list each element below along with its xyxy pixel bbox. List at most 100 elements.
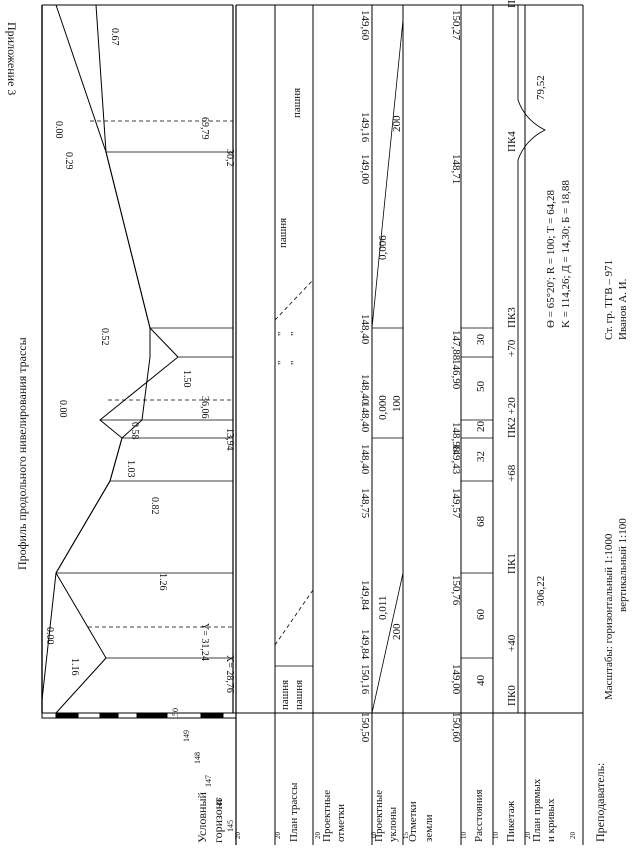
design-mark-value: 150,16 <box>359 664 371 695</box>
plan-ditto-mark: " <box>289 332 301 337</box>
profile-section-lines <box>56 4 233 659</box>
design-mark-value: 150,50 <box>359 712 371 743</box>
zero-point-right: 36,06 <box>199 396 210 419</box>
vertical-scale-bar <box>41 712 237 719</box>
row-head-teacher: Преподаватель: <box>593 763 607 842</box>
work-mark: 0.67 <box>109 28 120 46</box>
scale-note-2: вертикальный 1:100 <box>617 518 629 612</box>
row-width-label: 10 <box>492 832 500 840</box>
design-mark-value: 148,40 <box>359 402 371 433</box>
student-group: Ст. гр. ТГВ – 971 <box>603 260 615 340</box>
slope-length: 200 <box>391 623 403 640</box>
distance-value: 50 <box>475 381 487 393</box>
scale-tick-label: 148 <box>193 752 202 764</box>
zero-point-left: 13,94 <box>224 428 235 451</box>
scale-tick-label: 150 <box>171 708 180 720</box>
work-mark: 1.26 <box>157 573 168 591</box>
curve-params-1: Θ = 65°20'; R = 100; T = 64,28 <box>545 190 557 328</box>
profile-lines <box>41 4 179 714</box>
plan-terrain-label: пашня <box>293 680 305 710</box>
picket-value: ПК2 +20 <box>506 397 518 438</box>
row-head-plan-lines-2: и кривых <box>545 798 557 842</box>
picket-value: ПК0 <box>506 685 518 706</box>
scale-tick-label: 145 <box>226 820 235 832</box>
distance-value: 20 <box>475 421 487 433</box>
plan-ditto-mark: " <box>289 361 301 366</box>
plan-terrain-label: пашня <box>279 680 291 710</box>
row-width-label: 20 <box>314 832 322 840</box>
student-name: Иванов А. И. <box>617 278 629 340</box>
row-head-slopes-1: Проектные <box>373 790 385 842</box>
ground-mark-value: 149,00 <box>450 664 462 695</box>
slope-value: 0,006 <box>377 235 389 260</box>
picket-value: +70 <box>506 339 518 357</box>
distance-value: 32 <box>475 451 487 462</box>
picket-value: ПК1 <box>506 553 518 574</box>
plan-ditto-mark: " <box>276 361 288 366</box>
row-width-label: 20 <box>524 832 532 840</box>
row-width-label: 20 <box>569 832 577 840</box>
scale-tick-label: 149 <box>182 730 191 742</box>
picket-value: ПК3 <box>506 307 518 328</box>
design-mark-value: 148,40 <box>359 444 371 475</box>
distance-value: 60 <box>475 609 487 621</box>
work-mark: 1.03 <box>125 460 136 478</box>
design-mark-value: 149,84 <box>359 580 371 611</box>
picket-value: ПК4 <box>506 131 518 152</box>
plan-ditto-mark: " <box>276 332 288 337</box>
ground-mark-value: 150,76 <box>450 575 462 606</box>
zero-point-right: Y= 31,24 <box>199 623 210 661</box>
row-head-picket: Пикетаж <box>505 800 517 842</box>
row-head-slopes-2: уклоны <box>387 806 399 842</box>
profile-frame <box>41 4 234 713</box>
work-mark: 0.29 <box>63 152 74 170</box>
work-mark: 0.82 <box>149 497 160 515</box>
picket-value: +40 <box>506 634 518 652</box>
work-mark: 0.00 <box>53 121 64 139</box>
ground-mark-value: 149,57 <box>450 488 462 519</box>
row-head-ground-2: земли <box>423 814 435 842</box>
design-mark-value: 148,75 <box>359 488 371 519</box>
curve-params-2: K = 114,26; Д = 14,30; Б = 18,88 <box>560 180 572 328</box>
straight-length: 306,22 <box>535 576 547 606</box>
drawing-title: Профиль продольного нивелирования трассы <box>15 337 29 570</box>
design-mark-value: 149,16 <box>359 112 371 143</box>
design-mark-value: 149,84 <box>359 629 371 660</box>
row-head-distances: Расстояния <box>473 789 485 842</box>
row-head-ground-1: Отметки <box>407 801 419 842</box>
work-mark: 0.00 <box>57 400 68 418</box>
ground-mark-value: 150,60 <box>450 712 462 743</box>
distance-value: 30 <box>475 334 487 346</box>
distance-value: 68 <box>475 516 487 528</box>
row-width-label: 15 <box>402 832 410 840</box>
slope-value: 0,000 <box>377 395 389 420</box>
horizon-label-1: Условный <box>195 791 209 843</box>
work-mark: 0.52 <box>99 328 110 346</box>
design-mark-value: 148,40 <box>359 314 371 345</box>
work-mark: 1.16 <box>69 658 80 676</box>
zero-point-dashes <box>88 120 233 628</box>
plan-terrain-label: пашня <box>291 88 303 118</box>
design-mark-value: 148,40 <box>359 374 371 405</box>
scale-note-1: Масштабы: горизонтальный 1:1000 <box>603 533 615 700</box>
plan-terrain-label: пашня <box>277 218 289 248</box>
scale-tick-label: 146 <box>215 798 224 810</box>
distance-value: 40 <box>475 675 487 687</box>
ground-mark-value: 149,43 <box>450 444 462 475</box>
work-mark: 1.50 <box>181 370 192 388</box>
text-layer: Приложение 3 Профиль продольного нивелиро… <box>5 0 629 843</box>
zero-point-left: 30,2 <box>224 149 235 167</box>
row-head-design-2: отметки <box>335 804 347 842</box>
horizon-label-2: горизонт <box>211 797 225 843</box>
picket-value: +68 <box>506 464 518 482</box>
picket-value: ПК5 <box>506 0 518 8</box>
ground-mark-value: 150,27 <box>450 10 462 41</box>
straight-length: 79,52 <box>535 75 547 100</box>
work-mark: 0.00 <box>44 627 55 645</box>
appendix-label: Приложение 3 <box>5 22 19 95</box>
row-width-label: 20 <box>234 832 242 840</box>
table-frame <box>235 4 584 845</box>
row-width-label: 10 <box>370 832 378 840</box>
row-head-design-1: Проектные <box>321 790 333 842</box>
row-head-plan-lines-1: План прямых <box>531 778 543 842</box>
